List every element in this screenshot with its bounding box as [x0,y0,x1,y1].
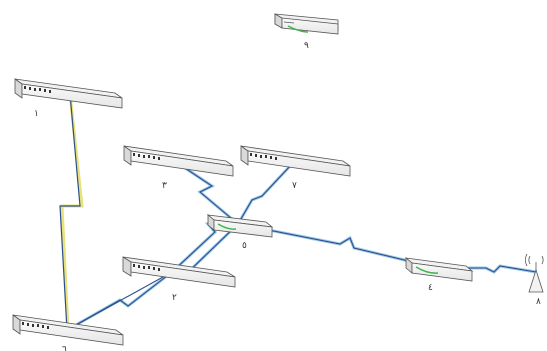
switch-6[interactable]: ٦ [12,314,124,351]
switch-2[interactable]: ٢ [122,256,236,303]
link-router4-wireless[interactable] [438,264,537,274]
switch-7[interactable]: ٧ [240,145,351,191]
switch-icon [12,314,124,346]
switch-icon [123,145,234,177]
switch-icon [240,145,351,177]
router-4[interactable]: ٤ [404,257,474,293]
link-switch3-router5[interactable] [175,160,239,226]
node-label: ١ [34,109,39,119]
link-switch6-switch2[interactable] [66,271,173,331]
node-label: ٤ [428,283,433,293]
node-label: ٧ [292,181,297,191]
link-router5-router4[interactable] [237,222,439,270]
switch-icon [14,78,123,109]
wireless-ap-8[interactable]: ٨ [525,253,544,307]
link-switch7-router5[interactable] [236,162,294,225]
node-label: ٩ [304,41,309,51]
wireless-access-point-icon [525,253,544,293]
node-label: ٦ [62,345,67,351]
router-icon [274,13,339,35]
switch-3[interactable]: ٣ [123,145,234,191]
switch-1[interactable]: ١ [14,78,123,119]
link-switch1-switch6[interactable] [59,93,84,331]
node-label: ٨ [536,297,541,307]
router-9[interactable]: ٩ [274,13,339,51]
node-label: ٥ [242,241,247,251]
node-label: ٣ [162,181,167,191]
router-icon [404,257,474,282]
node-label: ٢ [172,293,177,303]
switch-icon [122,256,236,288]
router-5[interactable]: ٥ [206,214,274,251]
links-layer [59,93,537,332]
router-icon [206,214,274,238]
